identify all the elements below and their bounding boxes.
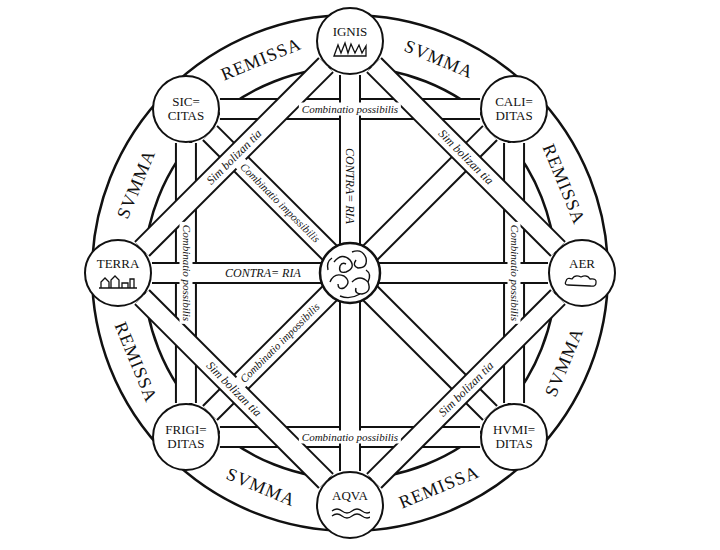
band-label: Combinatio possibilis [508,222,521,324]
element-circle: HVMI= DITAS [480,403,548,471]
band-label: Combinatio possibilis [299,102,401,115]
band-label: Combinatio possibilis [179,222,192,324]
element-circle: AER [548,239,616,307]
band-label: CONTRA= RIA [222,266,304,280]
band-fill [220,428,480,446]
band-fill [210,133,490,413]
element-name: AQVA [332,489,368,503]
inner-ring [144,67,556,479]
band-label: CONTRA= RIA [343,145,357,227]
band-connector [210,133,490,413]
element-name: IGNIS [333,25,368,39]
water-picture [330,505,370,521]
element-name: FRIGI= DITAS [158,423,214,450]
element-circle: CALI= DITAS [480,75,548,143]
band-outline [142,297,326,481]
band-connector [374,297,558,481]
center-circle [320,243,380,303]
band-label: Combinatio possibilis [299,431,401,444]
earth-picture [98,273,138,289]
element-name: CALI= DITAS [486,95,542,122]
fire-strokes [334,43,366,56]
band-connector [142,65,326,249]
band-label: Combinatio impossibilis [235,298,324,387]
band-fill [374,297,558,481]
band-fill [177,143,195,403]
band-outline [210,133,490,413]
element-circle: TERRA [84,239,152,307]
element-circle: IGNIS [316,7,384,75]
element-name: SIC= CITAS [158,95,214,122]
band-fill [374,65,558,249]
band-fill [142,297,326,481]
fire-picture [330,41,370,57]
band-fill [220,100,480,118]
cloud-strokes [565,276,596,286]
band-outline [210,133,490,413]
band-label: Combinatio impossibilis [235,158,324,247]
water-strokes [332,509,370,518]
band-connector [210,133,490,413]
band-outline [142,65,326,249]
band-outline [374,65,558,249]
element-circle: AQVA [316,471,384,539]
element-name: TERRA [97,257,140,271]
band-fill [505,143,523,403]
band-fill [210,133,490,413]
cloud-picture [562,273,602,289]
element-name: AER [569,257,595,271]
element-circle: SIC= CITAS [152,75,220,143]
element-name: HVMI= DITAS [486,423,542,450]
chaos-swirls [328,251,370,298]
earth-strokes [99,276,137,288]
element-circle: FRIGI= DITAS [152,403,220,471]
outer-ring [92,15,608,531]
band-connector [142,297,326,481]
band-outline [374,297,558,481]
band-connector [374,65,558,249]
band-fill [142,65,326,249]
